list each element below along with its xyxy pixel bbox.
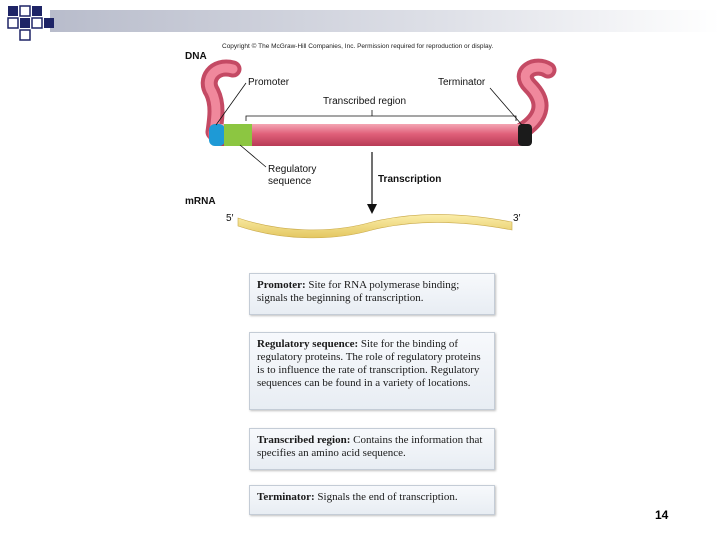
mrna-label: mRNA xyxy=(185,196,216,207)
regulatory-segment xyxy=(224,124,252,146)
definition-box-transcribed-region: Transcribed region: Contains the informa… xyxy=(249,428,495,470)
definition-text-promoter: Site for RNA polymerase binding; signals… xyxy=(257,279,460,304)
transcription-arrowhead xyxy=(367,204,377,214)
transcribed-region-label: Transcribed region xyxy=(323,96,406,107)
transcription-label: Transcription xyxy=(378,174,441,185)
definition-box-regulatory: Regulatory sequence: Site for the bindin… xyxy=(249,332,495,410)
dna-label: DNA xyxy=(185,51,207,62)
regulatory-leader-line xyxy=(239,144,267,168)
regulatory-label-line1: Regulatory xyxy=(268,164,316,175)
definition-box-promoter: Promoter: Site for RNA polymerase bindin… xyxy=(249,273,495,315)
definition-text-transcribed-region: Contains the information that specifies … xyxy=(257,434,483,459)
promoter-leader-line xyxy=(215,82,247,126)
promoter-label: Promoter xyxy=(248,77,290,88)
definition-text-regulatory: Site for the binding of regulatory prote… xyxy=(257,338,481,389)
transcribed-region-bracket xyxy=(245,110,517,121)
definition-box-terminator: Terminator: Signals the end of transcrip… xyxy=(249,485,495,515)
slide-header-decoration xyxy=(7,5,720,41)
copyright-notice: Copyright © The McGraw-Hill Companies, I… xyxy=(222,42,493,50)
dna-right-curl-highlight xyxy=(515,62,553,137)
regulatory-label-line2: sequence xyxy=(268,176,312,187)
definition-term-regulatory: Regulatory sequence: xyxy=(257,338,359,350)
definition-term-transcribed-region: Transcribed region: xyxy=(257,434,351,446)
dna-left-curl-highlight xyxy=(204,63,238,137)
terminator-label: Terminator xyxy=(438,77,486,88)
definition-term-terminator: Terminator: xyxy=(257,491,315,503)
definition-term-promoter: Promoter: xyxy=(257,279,306,291)
page-number: 14 xyxy=(655,508,669,522)
definition-text-terminator: Signals the end of transcription. xyxy=(314,491,458,503)
five-prime-label: 5′ xyxy=(226,213,234,224)
mrna-strand xyxy=(237,214,513,239)
three-prime-label: 3′ xyxy=(513,213,521,224)
dna-strand xyxy=(208,124,530,146)
terminator-leader-line xyxy=(489,87,523,126)
gene-structure-diagram: Copyright © The McGraw-Hill Companies, I… xyxy=(185,42,557,239)
terminator-segment xyxy=(518,124,532,146)
promoter-segment xyxy=(209,124,225,146)
